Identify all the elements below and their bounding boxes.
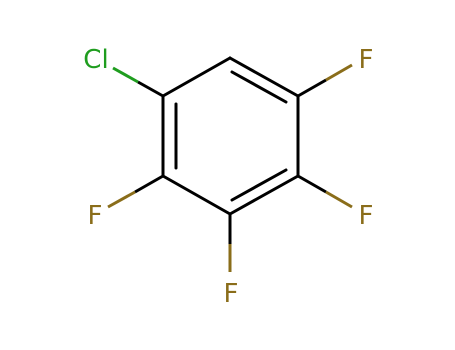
atom-label-f-bottom-left: F	[88, 201, 103, 231]
double-bond-inner-c2-c3	[230, 70, 288, 104]
bond-c4-f2-fluorine-half	[325, 190, 353, 209]
atom-label-f-bottom-right: F	[359, 201, 374, 231]
ring-bond-c4-c5	[228, 174, 300, 216]
bond-c3-f1-carbon-half	[297, 78, 327, 98]
ring-bond-c2-c3	[228, 56, 300, 98]
bond-c1-cl-chlorine-half	[112, 66, 139, 84]
atom-labels: Cl F F F F	[83, 45, 373, 309]
bond-c6-f4-carbon-half	[134, 174, 164, 194]
bond-c1-cl-carbon-half	[137, 80, 164, 98]
bond-c4-f2-carbon-half	[297, 174, 327, 194]
ring-bond-c5-c6	[161, 174, 232, 216]
atom-label-f-top-right: F	[359, 45, 374, 75]
atom-label-f-bottom: F	[224, 279, 239, 309]
bond-c3-f1-fluorine-half	[325, 63, 353, 82]
ring-bonds	[161, 56, 300, 216]
atom-label-cl: Cl	[83, 45, 108, 75]
bond-c6-f4-fluorine-half	[107, 190, 136, 209]
double-bond-inner-c4-c5	[230, 168, 288, 202]
substituent-bonds	[107, 63, 353, 272]
ring-bond-c1-c2	[161, 56, 232, 98]
